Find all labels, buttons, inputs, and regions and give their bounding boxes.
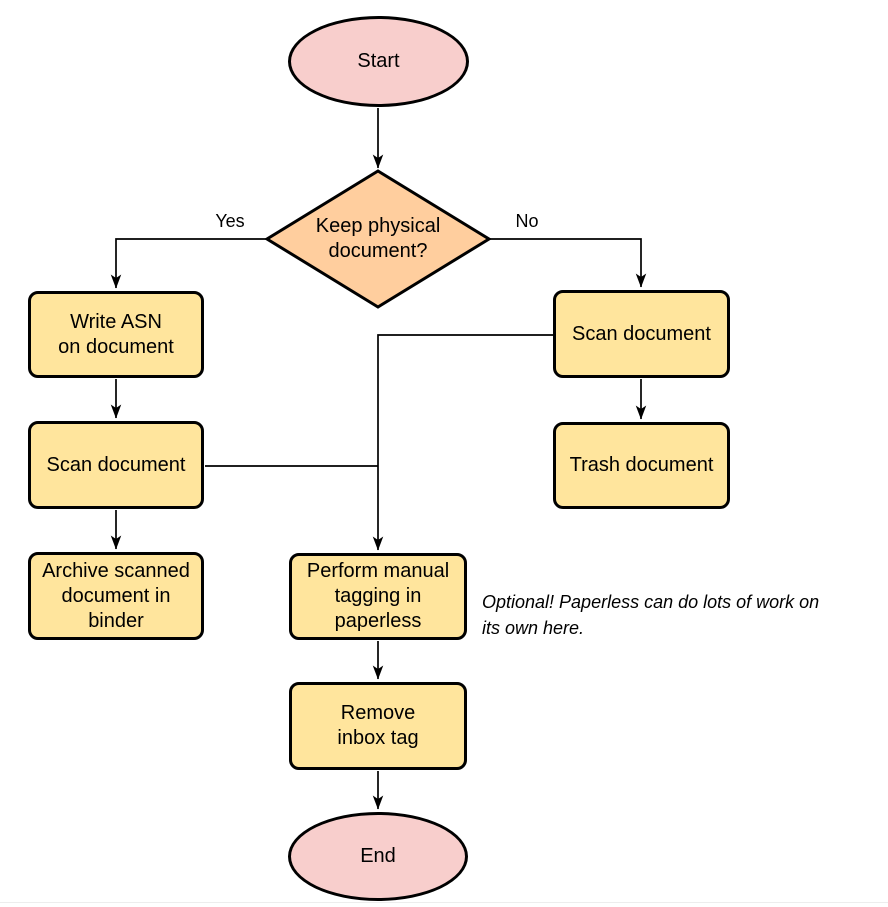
process-scan-document-left: Scan document: [28, 421, 204, 509]
decision-diamond-shape: [264, 169, 492, 309]
annotation-note: Optional! Paperless can do lots of work …: [482, 592, 820, 638]
page-bottom-divider: [0, 902, 888, 903]
process-trash-document: Trash document: [553, 422, 730, 509]
edge-decision-yes-to-write-asn: [110, 238, 267, 289]
edge-label-yes: Yes: [206, 211, 254, 231]
end-terminator: End: [288, 812, 468, 901]
edge-label-no: No: [503, 211, 551, 231]
start-terminator: Start: [288, 16, 469, 107]
edge-decision-no-to-scan-right: [489, 238, 647, 288]
process-scan-document-right: Scan document: [553, 290, 730, 378]
edge-scan-right-to-tagging: [372, 334, 553, 551]
